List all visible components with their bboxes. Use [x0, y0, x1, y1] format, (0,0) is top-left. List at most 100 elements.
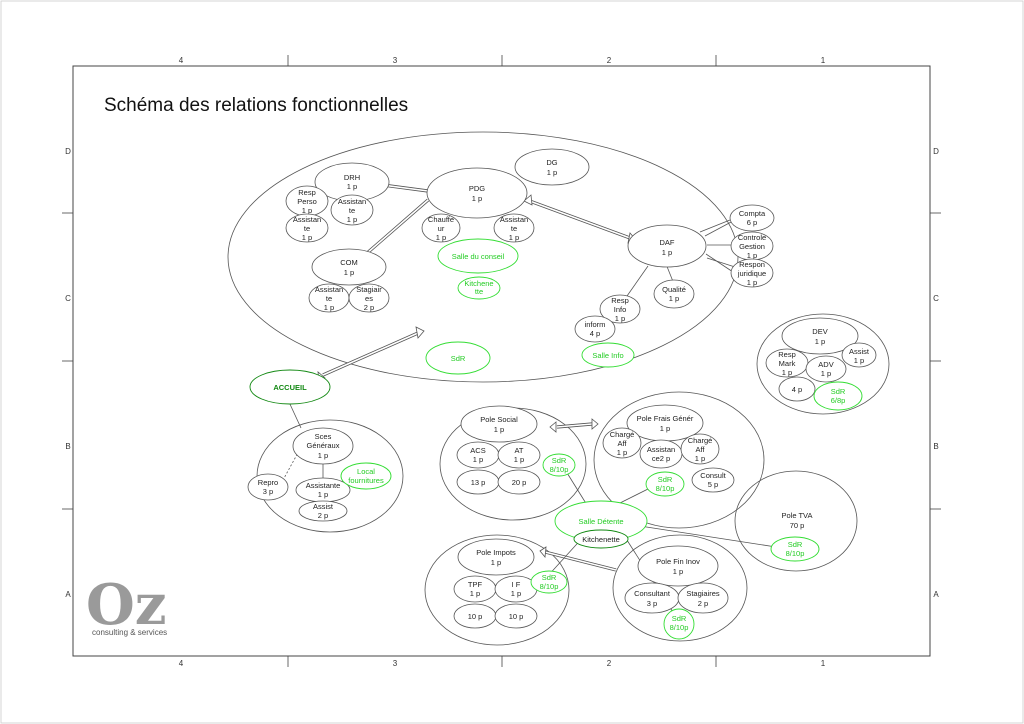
node-consult-frais: [691, 467, 735, 493]
logo-mark: Oz: [86, 572, 167, 638]
node-adv: [805, 355, 847, 383]
oz-logo: Oz consulting & services: [86, 572, 167, 638]
ruler-row-label: C: [933, 294, 939, 303]
ruler-col-label: 1: [821, 659, 826, 668]
room-sdr: [425, 341, 491, 375]
node-pole-social: [460, 405, 538, 443]
node-social-staff-label: 20 p: [512, 478, 527, 487]
room-sdr-frais: [645, 471, 685, 497]
ruler-col-label: 2: [607, 56, 612, 65]
pole-frais-group: [593, 391, 765, 529]
node-charge-aff: [602, 427, 642, 459]
node-inform: [574, 315, 616, 343]
node-repro: [247, 473, 289, 501]
ruler-ticks: [62, 55, 941, 667]
node-dev-staff-label: 4 p: [792, 385, 802, 394]
node-dg: [514, 148, 590, 186]
node-compta: [729, 204, 775, 232]
node-at: [497, 441, 541, 469]
ruler-col-label: 2: [607, 659, 612, 668]
ruler-col-label: 4: [179, 56, 184, 65]
ruler-row-label: D: [933, 147, 939, 156]
node-assist-sg: [298, 500, 348, 522]
ruler-col-label: 4: [179, 659, 184, 668]
ruler-column-labels: 4 3 2 1 4 3 2 1: [179, 56, 826, 668]
node-social-staff-label: 13 p: [471, 478, 486, 487]
node-impots-staff-label: 10 p: [509, 612, 524, 621]
node-assistante-drh: [285, 213, 329, 243]
ruler-row-label: C: [65, 294, 71, 303]
node-pole-fin-inov: [637, 545, 719, 587]
ruler-row-labels: D C B A D C B A: [65, 147, 939, 599]
room-local-fournitures: [340, 462, 392, 490]
node-assistante-drh: [330, 194, 374, 226]
node-pole-impots: [457, 538, 535, 576]
node-impots-staff-label: 10 p: [468, 612, 483, 621]
page-title: Schéma des relations fonctionnelles: [104, 95, 408, 116]
room-accueil-label: ACCUEIL: [273, 383, 307, 392]
node-impots-staff: [494, 603, 538, 629]
room-salle-info-label: Salle Info: [592, 351, 623, 360]
room-salle-info: [581, 342, 635, 368]
ruler-row-label: D: [65, 147, 71, 156]
ruler-row-label: B: [933, 442, 938, 451]
node-assist-dev: [841, 342, 877, 368]
ruler-col-label: 3: [393, 56, 398, 65]
node-chauffeur: [421, 213, 461, 243]
pole-fin-inov-group: [612, 534, 748, 642]
room-salle-detente-label: Salle Détente: [578, 517, 623, 526]
node-charge-aff: [680, 433, 720, 465]
node-stagiaires-com: [348, 283, 390, 313]
ruler-row-label: A: [933, 590, 939, 599]
room-sdr-fin: [663, 608, 695, 640]
room-salle-conseil-label: Salle du conseil: [452, 252, 505, 261]
ruler-row-label: B: [65, 442, 70, 451]
direction-group: [227, 131, 739, 383]
pole-tva-group: [734, 470, 858, 572]
dev-group: [756, 313, 890, 415]
node-com: [311, 248, 387, 286]
room-kitchenette-label: Kitchenette: [582, 535, 620, 544]
ruler-col-label: 1: [821, 56, 826, 65]
